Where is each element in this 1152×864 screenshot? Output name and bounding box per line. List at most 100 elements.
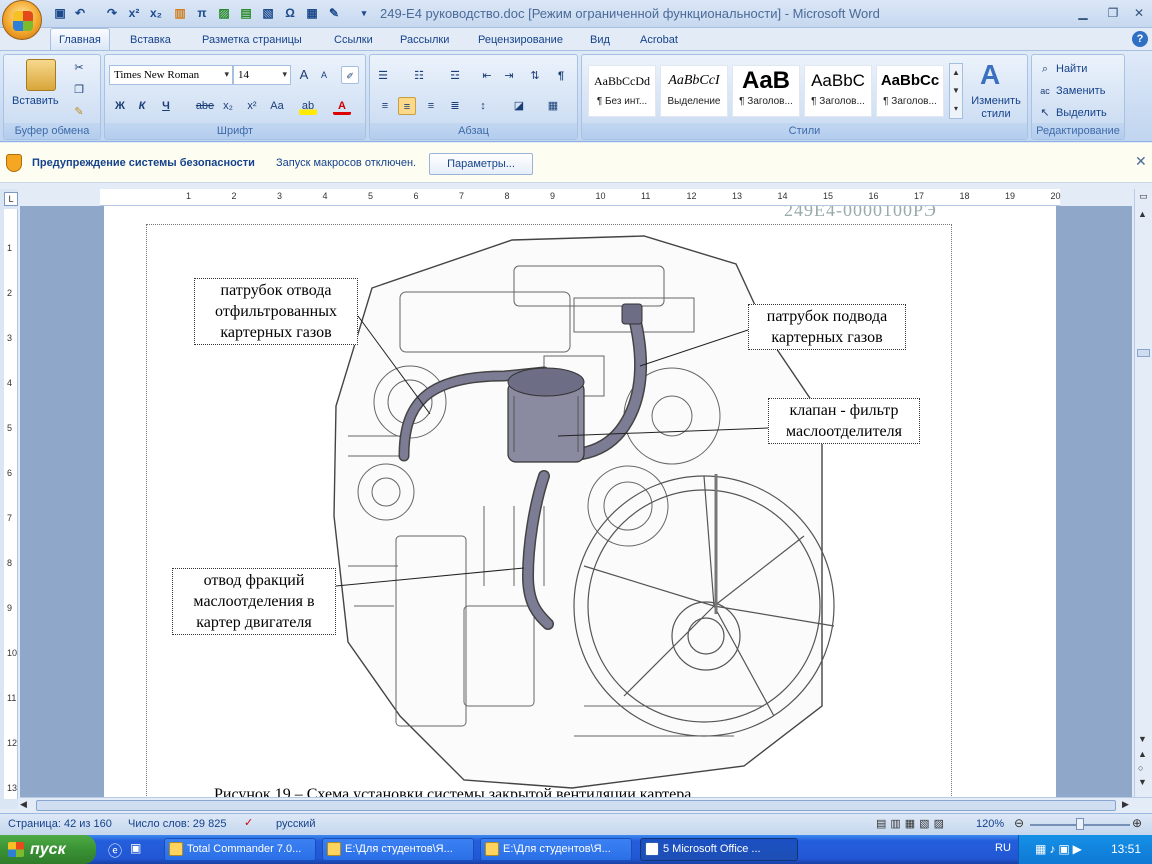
- shrink-font-button[interactable]: A: [320, 70, 327, 80]
- shading-icon[interactable]: ◪: [513, 100, 525, 112]
- omega-icon[interactable]: Ω: [285, 6, 295, 20]
- align-center-icon[interactable]: ≡: [398, 97, 416, 115]
- image-icon[interactable]: ▧: [262, 6, 274, 20]
- clipart-icon[interactable]: ▤: [240, 6, 252, 20]
- styles-scroll[interactable]: ▲▼▾: [949, 63, 963, 119]
- ie-icon[interactable]: ⓔ: [108, 843, 122, 859]
- tray-icons[interactable]: ▦♪▣▶: [1035, 842, 1085, 856]
- office-button[interactable]: [2, 0, 42, 40]
- bullets-icon[interactable]: ☰: [378, 70, 388, 82]
- tab-acrobat[interactable]: Acrobat: [640, 34, 678, 46]
- customize-qa-icon[interactable]: ▾: [361, 8, 367, 18]
- select-button[interactable]: Выделить: [1056, 107, 1107, 119]
- hscroll-thumb[interactable]: [36, 800, 1116, 811]
- style-no-spacing[interactable]: AaBbCcDd¶ Без инт...: [588, 65, 656, 117]
- borders-icon[interactable]: ▦: [547, 100, 559, 112]
- edit-icon[interactable]: ✎: [328, 6, 340, 20]
- paste-icon[interactable]: [26, 59, 56, 91]
- save-icon[interactable]: ▣: [54, 6, 66, 20]
- cut-icon[interactable]: ✂: [74, 62, 84, 74]
- scroll-thumb[interactable]: [1137, 349, 1150, 357]
- paste-label[interactable]: Вставить: [12, 95, 59, 107]
- increase-indent-icon[interactable]: ⇥: [504, 70, 514, 82]
- subscript-button[interactable]: x₂: [223, 100, 233, 112]
- font-name-select[interactable]: Times New Roman: [109, 65, 233, 85]
- scroll-right-icon[interactable]: ▶: [1122, 799, 1129, 809]
- language-indicator[interactable]: RU: [995, 842, 1011, 854]
- highlight-icon[interactable]: ab: [299, 97, 317, 115]
- font-color-icon[interactable]: A: [333, 97, 351, 115]
- ruler-toggle-icon[interactable]: ▭: [1139, 191, 1148, 201]
- format-painter-icon[interactable]: ✎: [74, 106, 84, 118]
- tab-stop-selector[interactable]: L: [4, 192, 18, 206]
- justify-icon[interactable]: ≣: [450, 100, 460, 112]
- tab-home[interactable]: Главная: [50, 28, 110, 50]
- tab-page-layout[interactable]: Разметка страницы: [202, 34, 302, 46]
- pi-icon[interactable]: π: [197, 6, 207, 20]
- zoom-out-icon[interactable]: ⊖: [1014, 816, 1025, 830]
- scroll-left-icon[interactable]: ◀: [20, 799, 27, 809]
- align-right-icon[interactable]: ≡: [427, 100, 435, 112]
- table-icon[interactable]: ▦: [306, 6, 318, 20]
- page[interactable]: 249Е4-0000100РЭ: [104, 206, 1056, 798]
- multilevel-list-icon[interactable]: ☲: [450, 70, 460, 82]
- replace-button[interactable]: Заменить: [1056, 85, 1106, 97]
- close-icon[interactable]: ✕: [1135, 153, 1147, 169]
- picture-icon[interactable]: ▨: [218, 6, 230, 20]
- style-heading-2[interactable]: AaBbC¶ Заголов...: [804, 65, 872, 117]
- style-heading-1[interactable]: AaB¶ Заголов...: [732, 65, 800, 117]
- grow-font-button[interactable]: A: [299, 67, 309, 82]
- vertical-scrollbar[interactable]: ▭ ▲ ▼ ▲ ○ ▼: [1134, 189, 1152, 799]
- copy-icon[interactable]: ❐: [74, 84, 84, 96]
- change-styles-label[interactable]: Изменить стили: [971, 95, 1021, 120]
- prev-page-icon[interactable]: ▲: [1138, 749, 1147, 759]
- help-icon[interactable]: ?: [1132, 31, 1148, 47]
- close-button[interactable]: ✕: [1133, 6, 1145, 20]
- zoom-in-icon[interactable]: ⊕: [1132, 816, 1143, 830]
- browse-object-icon[interactable]: ○: [1138, 763, 1144, 773]
- clear-format-icon[interactable]: ✐: [341, 66, 359, 84]
- line-spacing-icon[interactable]: ↕: [480, 100, 486, 112]
- underline-button[interactable]: Ч: [162, 100, 170, 112]
- sort-icon[interactable]: ⇅: [530, 70, 540, 82]
- redo-icon[interactable]: ↷: [106, 6, 118, 20]
- desktop-icon[interactable]: ▣: [130, 841, 142, 855]
- language[interactable]: русский: [276, 818, 316, 830]
- options-button[interactable]: Параметры...: [429, 153, 533, 175]
- task-total-commander[interactable]: Total Commander 7.0...: [164, 838, 316, 861]
- decrease-indent-icon[interactable]: ⇤: [482, 70, 492, 82]
- maximize-button[interactable]: ❐: [1107, 6, 1119, 20]
- subscript-qa-icon[interactable]: x₂: [149, 6, 162, 20]
- font-size-select[interactable]: 14: [233, 65, 291, 85]
- chart-icon[interactable]: ▥: [174, 6, 186, 20]
- strikethrough-button[interactable]: abe: [195, 100, 215, 112]
- task-ms-office[interactable]: 5 Microsoft Office ...: [640, 838, 798, 861]
- style-heading-3[interactable]: AaBbCc¶ Заголов...: [876, 65, 944, 117]
- minimize-button[interactable]: ▁: [1078, 6, 1088, 20]
- change-case-button[interactable]: Aa: [270, 100, 284, 112]
- bold-button[interactable]: Ж: [115, 100, 125, 112]
- document-area[interactable]: 249Е4-0000100РЭ: [20, 206, 1132, 798]
- undo-icon[interactable]: ↶: [74, 6, 86, 20]
- next-page-icon[interactable]: ▼: [1138, 777, 1147, 787]
- change-styles-icon[interactable]: A: [980, 59, 1001, 90]
- word-count[interactable]: Число слов: 29 825: [128, 818, 227, 830]
- task-folder-1[interactable]: E:\Для студентов\Я...: [322, 838, 474, 861]
- tab-view[interactable]: Вид: [590, 34, 610, 46]
- tab-insert[interactable]: Вставка: [130, 34, 171, 46]
- scroll-down-icon[interactable]: ▼: [1138, 734, 1147, 744]
- horizontal-scrollbar[interactable]: ◀ ▶: [20, 797, 1152, 813]
- tab-references[interactable]: Ссылки: [334, 34, 373, 46]
- superscript-button[interactable]: x²: [247, 100, 257, 112]
- spelling-icon[interactable]: ✓: [244, 817, 254, 829]
- find-button[interactable]: Найти: [1056, 63, 1088, 75]
- tab-mailings[interactable]: Рассылки: [400, 34, 450, 46]
- clock[interactable]: 13:51: [1111, 842, 1142, 856]
- numbering-icon[interactable]: ☷: [414, 70, 424, 82]
- superscript-qa-icon[interactable]: x²: [128, 6, 140, 20]
- scroll-up-icon[interactable]: ▲: [1138, 209, 1147, 219]
- italic-button[interactable]: К: [138, 100, 146, 112]
